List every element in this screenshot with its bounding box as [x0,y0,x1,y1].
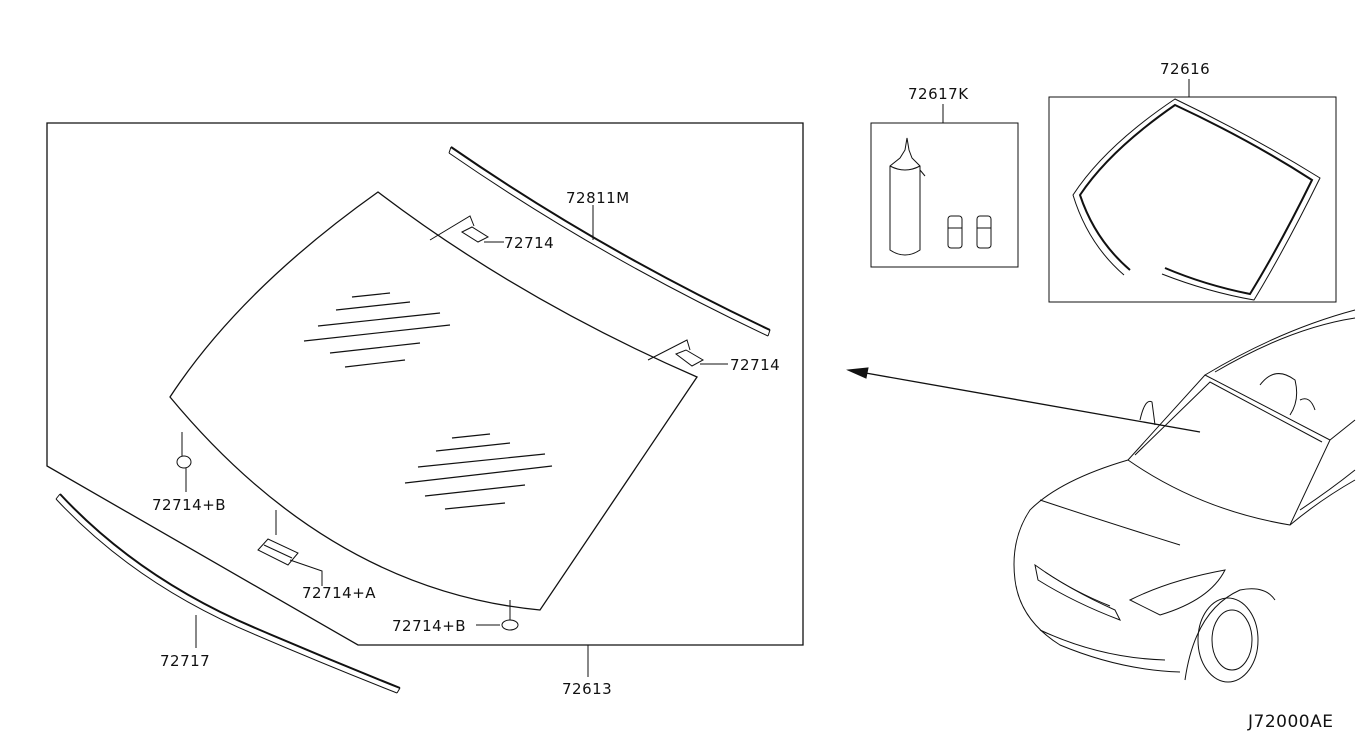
diagram-code: J72000AE [1247,712,1333,732]
dam-rubber-part [1072,98,1321,301]
location-arrow-line [859,371,1201,433]
label-adhesive-kit: 72617K [908,85,969,103]
label-clip-right: 72714 [730,356,780,374]
adhesive-kit-frame [870,122,1019,268]
label-clip-b-left: 72714+B [152,496,226,514]
clip-a-part [257,510,299,566]
label-molding-top: 72811M [566,189,630,207]
leader-clip-a [289,559,323,586]
label-molding-bottom: 72717 [160,652,210,670]
clip-b-left-part [176,432,192,469]
primer-vial-2 [976,215,992,249]
label-clip-a: 72714+A [302,584,376,602]
molding-top-part [448,146,771,337]
label-clip-top: 72714 [504,234,554,252]
location-arrowhead [846,367,869,379]
clip-right-part [647,339,705,367]
glass-parts-frame [46,122,804,646]
glass-hatch-upper [303,292,451,368]
label-dam-rubber: 72616 [1160,60,1210,78]
car-illustration [1013,309,1356,683]
clip-b-bottom-part [501,600,519,631]
label-clip-b-bottom: 72714+B [392,617,466,635]
molding-bottom-part [55,493,401,694]
primer-vial-1 [947,215,963,249]
windshield-glass [169,191,698,611]
glass-hatch-lower [404,433,553,510]
adhesive-bottle [889,137,926,256]
dam-rubber-frame [1048,96,1337,303]
label-glass: 72613 [562,680,612,698]
clip-top-part [429,215,490,243]
